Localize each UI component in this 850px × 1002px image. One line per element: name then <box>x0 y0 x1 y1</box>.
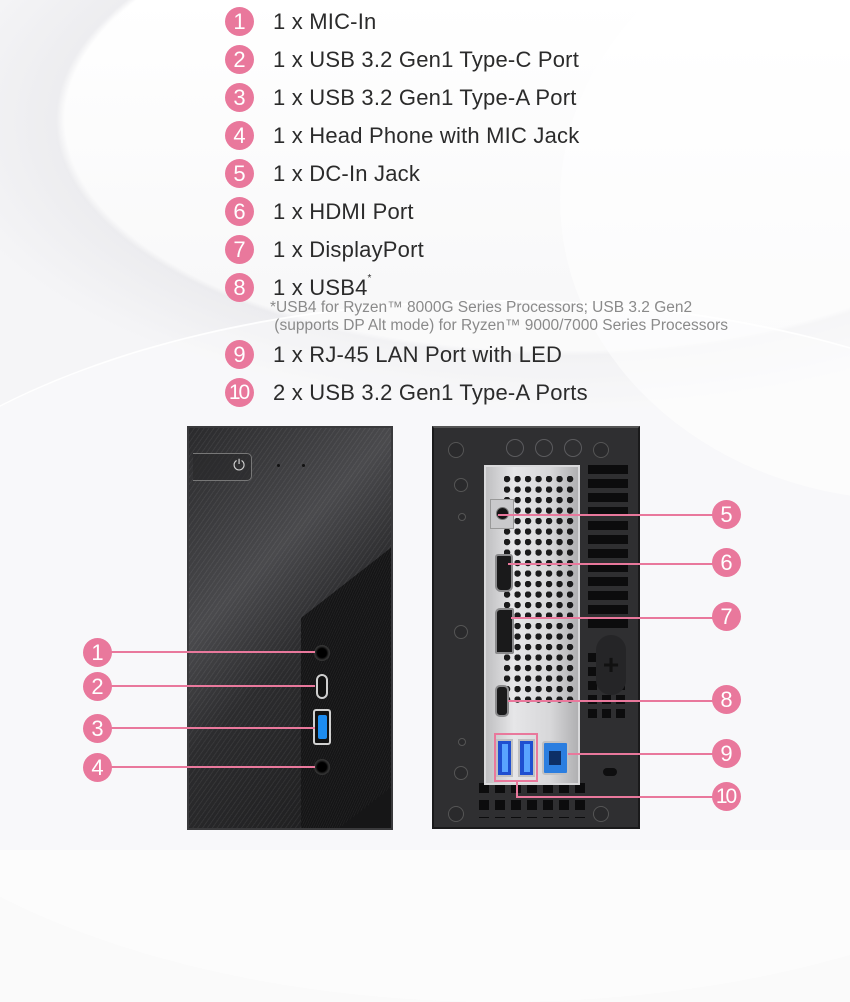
callout-badge-6: 6 <box>712 548 741 577</box>
number-badge: 9 <box>225 340 254 369</box>
callout-line-2 <box>110 685 315 687</box>
screw-icon <box>448 806 464 822</box>
headphone-jack <box>314 759 330 775</box>
legend-text: 1 x DisplayPort <box>273 236 424 262</box>
status-led-icon <box>302 464 305 467</box>
number-badge: 5 <box>225 159 254 188</box>
legend-item-2: 2 1 x USB 3.2 Gen1 Type-C Port <box>225 45 579 74</box>
legend-text: 2 x USB 3.2 Gen1 Type-A Ports <box>273 379 588 405</box>
mic-jack <box>314 645 330 661</box>
hdmi-port <box>495 554 513 592</box>
number-badge: 8 <box>225 273 254 302</box>
legend-item-8: 8 1 x USB4* <box>225 273 372 302</box>
callout-line-6 <box>508 563 716 565</box>
antenna-hole <box>535 439 553 457</box>
legend-text: 1 x RJ-45 LAN Port with LED <box>273 341 563 367</box>
legend-text: 1 x DC-In Jack <box>273 160 421 186</box>
front-view-case: ⏻ <box>187 426 393 830</box>
legend-item-6: 6 1 x HDMI Port <box>225 197 414 226</box>
legend-text: 1 x USB 3.2 Gen1 Type-C Port <box>273 46 580 72</box>
usb-a-port <box>313 709 331 745</box>
legend-text: 1 x MIC-In <box>273 8 377 34</box>
legend-text: 1 x USB4* <box>273 272 372 301</box>
callout-line-9 <box>568 753 716 755</box>
displayport-port <box>495 608 514 654</box>
rear-button <box>454 625 468 639</box>
rear-led <box>458 513 466 521</box>
legend-item-10: 10 2 x USB 3.2 Gen1 Type-A Ports <box>225 378 588 407</box>
number-badge: 2 <box>225 45 254 74</box>
number-badge: 3 <box>225 83 254 112</box>
power-icon: ⏻ <box>233 457 245 474</box>
callout-line-5 <box>498 514 716 516</box>
legend-item-7: 7 1 x DisplayPort <box>225 235 424 264</box>
plus-icon: + <box>596 635 626 695</box>
callout-badge-8: 8 <box>712 685 741 714</box>
legend-item-4: 4 1 x Head Phone with MIC Jack <box>225 121 579 150</box>
number-badge: 10 <box>225 378 254 407</box>
legend-text: 1 x USB 3.2 Gen1 Type-A Port <box>273 84 577 110</box>
legend-item-1: 1 1 x MIC-In <box>225 7 376 36</box>
callout-badge-2: 2 <box>83 672 112 701</box>
legend-item-9: 9 1 x RJ-45 LAN Port with LED <box>225 340 562 369</box>
callout-line-4 <box>110 766 315 768</box>
usb-c-port <box>316 674 328 699</box>
usb4-footnote: *USB4 for Ryzen™ 8000G Series Processors… <box>270 299 728 335</box>
screw-icon <box>448 442 464 458</box>
footnote-line-1: *USB4 for Ryzen™ 8000G Series Processors… <box>270 299 693 316</box>
callout-line-7 <box>511 617 716 619</box>
footnote-marker: * <box>367 272 372 284</box>
rj45-port <box>542 741 569 775</box>
callout-badge-3: 3 <box>83 714 112 743</box>
number-badge: 6 <box>225 197 254 226</box>
io-vent-holes <box>504 476 576 706</box>
callout-badge-10: 10 <box>712 782 741 811</box>
legend-text: 1 x Head Phone with MIC Jack <box>273 122 580 148</box>
callout-badge-4: 4 <box>83 753 112 782</box>
rear-button <box>454 478 468 492</box>
antenna-hole <box>506 439 524 457</box>
callout-badge-1: 1 <box>83 638 112 667</box>
rear-button <box>454 766 468 780</box>
power-button: ⏻ <box>193 453 252 481</box>
number-badge: 1 <box>225 7 254 36</box>
footnote-line-2: (supports DP Alt mode) for Ryzen™ 9000/7… <box>270 317 729 334</box>
callout-line-10 <box>516 796 716 798</box>
number-badge: 7 <box>225 235 254 264</box>
rear-led <box>458 738 466 746</box>
legend-item-3: 3 1 x USB 3.2 Gen1 Type-A Port <box>225 83 577 112</box>
callout-badge-9: 9 <box>712 739 741 768</box>
kensington-slot <box>603 768 617 776</box>
status-led-icon <box>277 464 280 467</box>
number-badge: 4 <box>225 121 254 150</box>
callout-line-1 <box>110 651 315 653</box>
bottom-vent-grille <box>479 783 591 818</box>
callout-line-10-vertical <box>516 782 518 798</box>
antenna-hole <box>564 439 582 457</box>
screw-icon <box>593 442 609 458</box>
usb4-port <box>495 685 509 717</box>
legend-text-main: 1 x USB4 <box>273 274 368 300</box>
rear-usb-a-port <box>518 739 535 777</box>
callout-badge-7: 7 <box>712 602 741 631</box>
usb-highlight-box <box>494 733 538 782</box>
legend-item-5: 5 1 x DC-In Jack <box>225 159 420 188</box>
screw-icon <box>593 806 609 822</box>
side-vent-grille <box>588 465 628 630</box>
callout-badge-5: 5 <box>712 500 741 529</box>
callout-line-3 <box>110 727 315 729</box>
callout-line-8 <box>508 700 716 702</box>
rear-usb-a-port <box>496 739 513 777</box>
legend-text: 1 x HDMI Port <box>273 198 414 224</box>
